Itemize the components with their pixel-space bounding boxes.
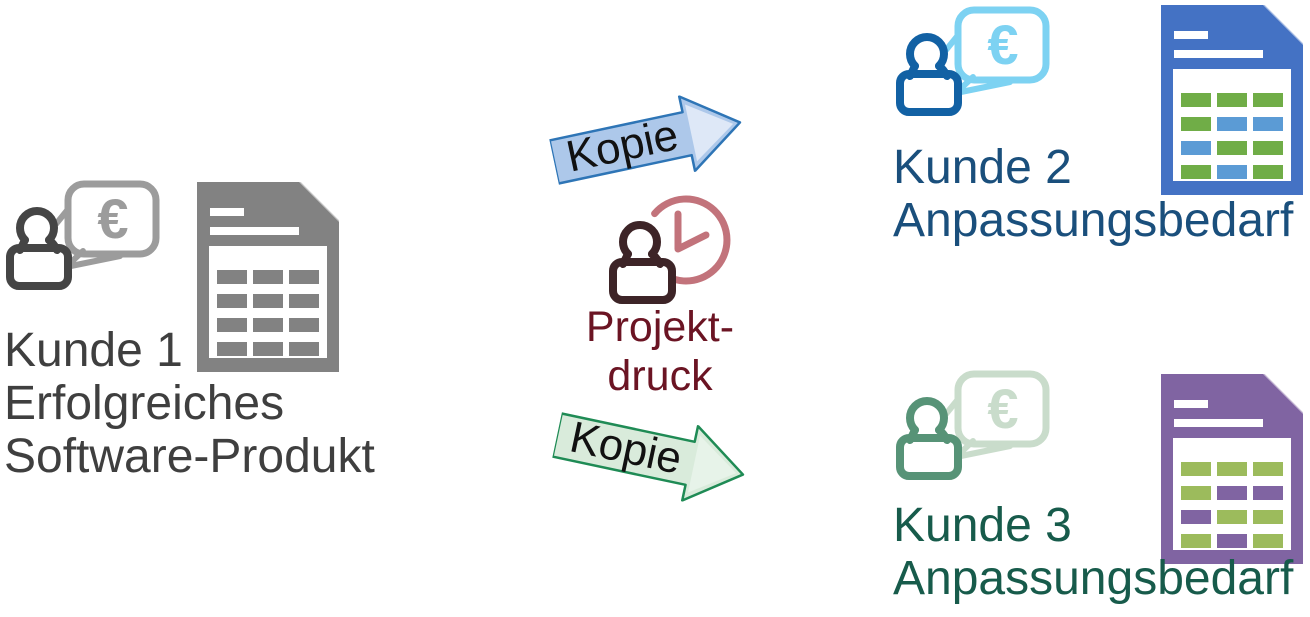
customer2-name: Kunde 2	[893, 141, 1072, 194]
table-cell	[1181, 117, 1211, 131]
arrow-shape-top	[548, 95, 742, 185]
clock-ring	[651, 195, 731, 285]
customer3-person-euro-icon: €	[896, 370, 1050, 480]
table-cell	[253, 342, 283, 356]
person-head	[16, 206, 58, 244]
document-fold	[298, 182, 339, 223]
customer1-person-euro-icon: €	[6, 180, 160, 290]
document-fold	[1262, 374, 1303, 415]
copy-arrow-top: Kopie	[546, 84, 750, 200]
table-cell	[1217, 141, 1247, 155]
table-cell	[1253, 510, 1283, 524]
document-title-line	[1174, 400, 1208, 408]
customer2-desc: Anpassungsbedarf	[893, 194, 1294, 247]
project-pressure-icon	[609, 195, 731, 304]
table-cell	[1181, 93, 1211, 107]
customer2-person-euro-icon: €	[896, 6, 1050, 116]
customer1-desc-line1: Erfolgreiches	[4, 377, 285, 430]
table-cell	[217, 318, 247, 332]
table-cell	[1253, 165, 1283, 179]
person-head	[906, 32, 948, 70]
document-subtitle-line	[1174, 50, 1263, 58]
document-table-cells	[1181, 93, 1283, 179]
document-title-line	[1174, 31, 1208, 39]
table-cell	[1217, 93, 1247, 107]
table-cell	[1181, 462, 1211, 476]
euro-symbol: €	[97, 187, 128, 250]
table-cell	[1217, 534, 1247, 548]
table-cell	[1217, 117, 1247, 131]
table-cell	[1253, 486, 1283, 500]
speech-bubble	[954, 6, 1050, 84]
document-subtitle-line	[210, 227, 299, 235]
table-cell	[1253, 93, 1283, 107]
document-subtitle-line	[1174, 419, 1263, 427]
table-cell	[1181, 165, 1211, 179]
clock-hands	[674, 210, 710, 253]
project-pressure-label: Projekt- druck	[530, 303, 790, 401]
arrow-head-highlight	[685, 104, 734, 162]
arrow-head-highlight	[688, 435, 737, 493]
table-cell	[289, 342, 319, 356]
person-head	[906, 396, 948, 434]
customer1-name: Kunde 1	[4, 324, 183, 377]
table-cell	[1217, 165, 1247, 179]
table-cell	[289, 318, 319, 332]
customer3-document-icon	[1161, 374, 1303, 564]
table-cell	[217, 342, 247, 356]
copy-arrow-bottom: Kopie	[549, 397, 753, 513]
document-fold	[1262, 5, 1303, 46]
table-cell	[253, 270, 283, 284]
table-cell	[1217, 510, 1247, 524]
customer2-label: Kunde 2 Anpassungsbedarf	[893, 141, 1293, 247]
table-cell	[1181, 141, 1211, 155]
project-pressure-line1: Projekt-	[585, 303, 735, 351]
table-cell	[1181, 510, 1211, 524]
document-title-line	[210, 208, 244, 216]
customer1-document-icon	[197, 182, 339, 372]
table-cell	[1181, 486, 1211, 500]
table-cell	[1253, 534, 1283, 548]
speech-bubble	[64, 180, 160, 258]
customer2-document-icon	[1161, 5, 1303, 195]
table-cell	[289, 270, 319, 284]
person-body	[896, 434, 962, 480]
table-cell	[1253, 117, 1283, 131]
document-table-cells	[217, 270, 319, 356]
table-cell	[253, 318, 283, 332]
speech-bubble	[954, 370, 1050, 448]
person-head	[619, 220, 661, 258]
arrow-shape-bottom	[551, 412, 745, 502]
table-cell	[217, 294, 247, 308]
euro-symbol: €	[987, 13, 1018, 76]
person-body	[896, 70, 962, 116]
customer1-desc-line2: Software-Produkt	[4, 430, 375, 483]
table-cell	[1253, 141, 1283, 155]
person-body	[6, 244, 72, 290]
customer3-desc: Anpassungsbedarf	[893, 552, 1294, 605]
table-cell	[1217, 462, 1247, 476]
table-cell	[253, 294, 283, 308]
table-cell	[1253, 462, 1283, 476]
person-body	[609, 258, 676, 304]
table-cell	[217, 270, 247, 284]
table-cell	[1181, 534, 1211, 548]
customer3-label: Kunde 3 Anpassungsbedarf	[893, 499, 1293, 605]
euro-symbol: €	[987, 377, 1018, 440]
project-pressure-line2: druck	[607, 352, 713, 400]
document-table-cells	[1181, 462, 1283, 548]
table-cell	[289, 294, 319, 308]
customer3-name: Kunde 3	[893, 499, 1072, 552]
customer1-label: Kunde 1 Erfolgreiches Software-Produkt	[4, 324, 375, 483]
table-cell	[1217, 486, 1247, 500]
